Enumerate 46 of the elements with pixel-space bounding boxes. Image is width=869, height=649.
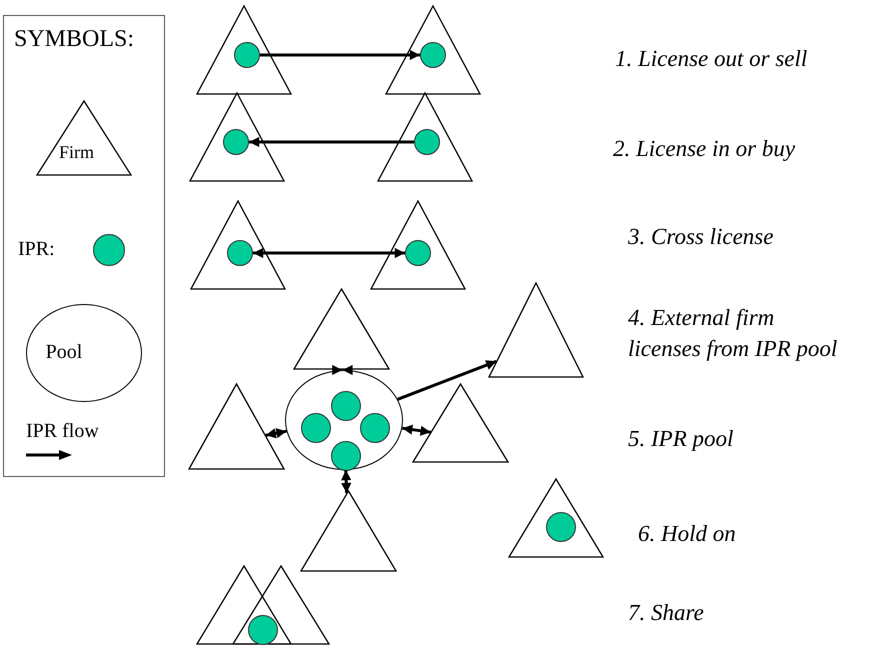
firm-triangle bbox=[196, 565, 292, 645]
caption-text: 7. Share bbox=[628, 599, 704, 627]
arrow bbox=[260, 50, 420, 60]
legend-text: Pool bbox=[46, 341, 82, 364]
ipr-circle bbox=[546, 512, 576, 542]
firm-triangle bbox=[190, 200, 286, 290]
ipr-circle bbox=[234, 42, 260, 68]
firm-triangle bbox=[232, 565, 330, 645]
firm-triangle bbox=[508, 478, 604, 558]
legend-text: IPR: bbox=[18, 238, 55, 261]
arrow bbox=[265, 428, 287, 438]
caption-text: 2. License in or buy bbox=[613, 135, 796, 163]
firm-triangle bbox=[300, 490, 397, 572]
legend-text: Firm bbox=[59, 142, 94, 163]
firm-triangle bbox=[196, 5, 292, 95]
caption-text: 5. IPR pool bbox=[628, 425, 734, 453]
ipr-circle bbox=[405, 240, 431, 266]
caption-text: 1. License out or sell bbox=[615, 45, 808, 73]
arrow bbox=[402, 424, 431, 436]
ipr-circle bbox=[420, 42, 446, 68]
arrow bbox=[341, 470, 352, 494]
arrow bbox=[249, 136, 414, 148]
firm-triangle bbox=[377, 92, 473, 182]
legend-title: SYMBOLS: bbox=[14, 25, 134, 54]
firm-triangle bbox=[293, 288, 390, 370]
firm-triangle bbox=[188, 383, 285, 470]
firm-triangle bbox=[189, 92, 285, 182]
ipr-circle bbox=[301, 413, 331, 443]
firm-triangle bbox=[412, 383, 509, 463]
ipr-circle bbox=[331, 391, 361, 421]
ipr-circle bbox=[248, 615, 278, 645]
firm-triangle bbox=[370, 200, 466, 290]
caption-text: 4. External firm licenses from IPR pool bbox=[628, 304, 838, 363]
ipr-circle bbox=[414, 129, 440, 155]
legend-text: IPR flow bbox=[26, 420, 99, 443]
firm-triangle bbox=[385, 5, 481, 95]
firm-triangle bbox=[488, 282, 584, 378]
arrow bbox=[332, 365, 353, 375]
ipr-circle bbox=[227, 240, 253, 266]
arrow bbox=[253, 248, 405, 258]
ipr-circle bbox=[360, 413, 390, 443]
ipr-circle bbox=[331, 441, 361, 471]
arrow bbox=[397, 360, 497, 401]
caption-text: 6. Hold on bbox=[638, 520, 736, 548]
ipr-circle bbox=[223, 129, 249, 155]
caption-text: 3. Cross license bbox=[628, 223, 774, 251]
